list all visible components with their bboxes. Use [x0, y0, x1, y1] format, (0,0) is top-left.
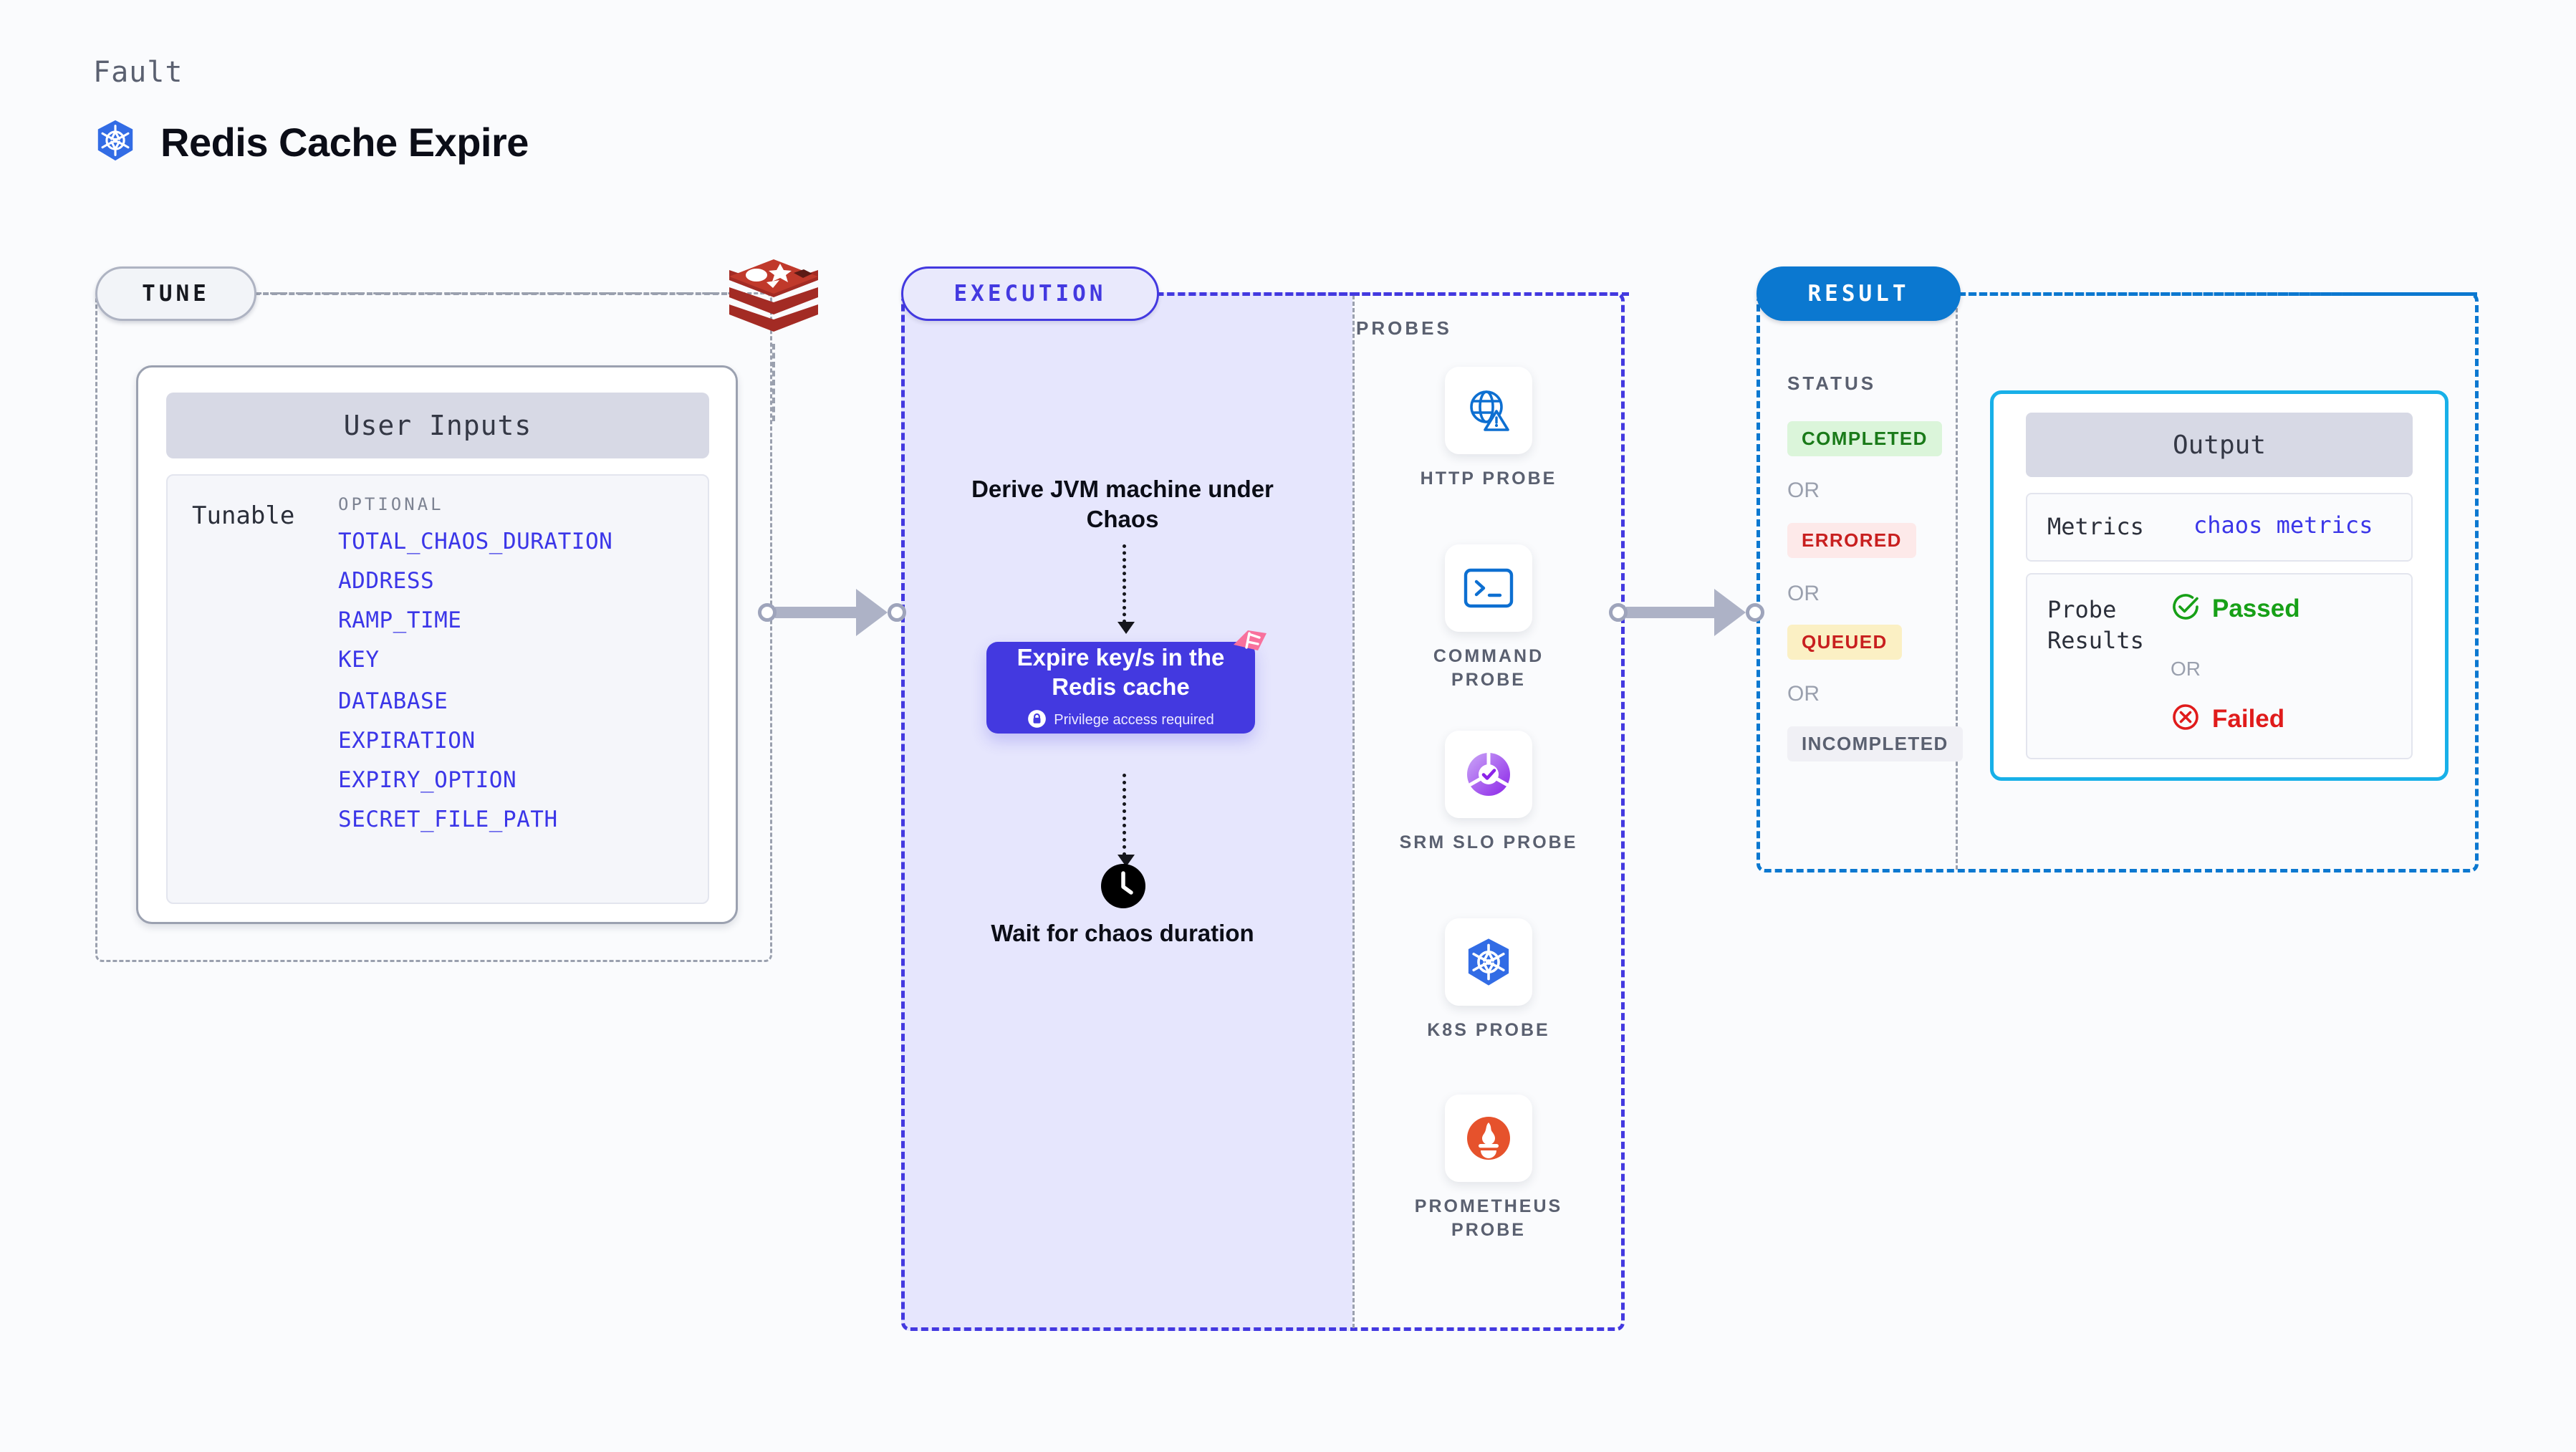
- status-badge-incompleted: INCOMPLETED: [1787, 726, 1963, 761]
- execution-probes-divider: [1352, 295, 1355, 1328]
- probe-command[interactable]: COMMAND PROBE: [1388, 544, 1589, 691]
- kubernetes-icon: [93, 118, 138, 166]
- param-ramp-time[interactable]: RAMP_TIME: [338, 607, 462, 633]
- result-top-dash: [1958, 292, 2477, 296]
- probes-title: PROBES: [1356, 317, 1452, 339]
- probe-prometheus[interactable]: PROMETHEUS PROBE: [1388, 1095, 1589, 1241]
- output-header: Output: [2026, 413, 2413, 477]
- status-badge-errored: ERRORED: [1787, 523, 1916, 558]
- probe-result-passed: Passed: [2171, 592, 2300, 625]
- kubernetes-icon: [1445, 918, 1532, 1006]
- probe-command-label: COMMAND PROBE: [1433, 646, 1544, 690]
- chaos-action-title: Expire key/s in the Redis cache: [1017, 644, 1225, 700]
- connector-arrowhead-icon: [1714, 589, 1746, 636]
- tune-top-dash: [254, 292, 727, 295]
- status-title: STATUS: [1787, 372, 1877, 394]
- probe-srm-slo-label: SRM SLO PROBE: [1399, 832, 1578, 852]
- clock-icon: [1101, 864, 1145, 908]
- step-wait-chaos-label: Wait for chaos duration: [991, 920, 1254, 946]
- output-metrics-key: Metrics: [2047, 513, 2144, 540]
- probe-http[interactable]: HTTP PROBE: [1388, 367, 1589, 491]
- privilege-badge: Privilege access required: [1027, 709, 1214, 732]
- connector-start-dot: [1609, 603, 1628, 622]
- tune-pill[interactable]: TUNE: [95, 266, 256, 321]
- param-address[interactable]: ADDRESS: [338, 568, 435, 594]
- connector-end-dot: [888, 603, 906, 622]
- flow-arrow-down-2-icon: [1118, 774, 1135, 867]
- result-status-divider: [1956, 295, 1958, 870]
- lock-icon: [1027, 709, 1047, 732]
- execution-region: [901, 292, 1356, 1331]
- page-title: Redis Cache Expire: [160, 120, 529, 165]
- redis-logo: [724, 258, 824, 347]
- execution-pill[interactable]: EXECUTION: [901, 266, 1159, 321]
- status-or-2: OR: [1787, 582, 1820, 605]
- connector-arrowhead-icon: [856, 589, 888, 636]
- output-metrics-row: [2026, 493, 2413, 562]
- flow-arrow-down-icon: [1118, 544, 1135, 634]
- page-title-row: Redis Cache Expire: [93, 118, 529, 166]
- globe-warning-icon: [1445, 367, 1532, 454]
- check-circle-icon: [2171, 592, 2201, 625]
- param-expiry-option[interactable]: EXPIRY_OPTION: [338, 767, 517, 793]
- connector-tune-to-execution: [758, 589, 906, 636]
- privilege-label: Privilege access required: [1054, 712, 1214, 729]
- param-expiration[interactable]: EXPIRATION: [338, 728, 476, 754]
- probe-prometheus-label: PROMETHEUS PROBE: [1414, 1196, 1563, 1240]
- param-total-chaos-duration[interactable]: TOTAL_CHAOS_DURATION: [338, 529, 613, 554]
- tunable-label: Tunable: [192, 501, 295, 530]
- user-inputs-header: User Inputs: [166, 393, 709, 458]
- step-derive-jvm-label: Derive JVM machine under Chaos: [971, 476, 1274, 532]
- probe-result-passed-label: Passed: [2212, 594, 2300, 622]
- probe-result-failed-label: Failed: [2212, 704, 2285, 733]
- connector-end-dot: [1746, 603, 1764, 622]
- connector-execution-to-result: [1609, 589, 1764, 636]
- probe-http-label: HTTP PROBE: [1420, 468, 1557, 489]
- status-or-3: OR: [1787, 682, 1820, 706]
- connector-line: [775, 607, 860, 618]
- probe-result-failed: Failed: [2171, 702, 2284, 736]
- param-secret-file-path[interactable]: SECRET_FILE_PATH: [338, 807, 558, 832]
- param-key[interactable]: KEY: [338, 647, 380, 673]
- connector-line: [1626, 607, 1718, 618]
- probe-result-or: OR: [2171, 658, 2201, 680]
- tunable-param-list: TOTAL_CHAOS_DURATION ADDRESS RAMP_TIME K…: [338, 529, 612, 846]
- fault-badge-icon: [1231, 629, 1268, 663]
- status-badge-queued: QUEUED: [1787, 625, 1902, 660]
- x-circle-icon: [2171, 702, 2201, 736]
- slo-donut-check-icon: [1445, 731, 1532, 818]
- probe-k8s-label: K8S PROBE: [1427, 1020, 1550, 1040]
- redis-connector-dash: [772, 344, 775, 421]
- optional-label: OPTIONAL: [338, 494, 444, 514]
- chaos-action-card[interactable]: Expire key/s in the Redis cache Privileg…: [986, 642, 1255, 734]
- page-eyebrow: Fault: [93, 56, 183, 89]
- param-database[interactable]: DATABASE: [338, 688, 448, 714]
- terminal-icon: [1445, 544, 1532, 632]
- user-inputs-body: [166, 474, 709, 904]
- connector-start-dot: [758, 603, 777, 622]
- output-metrics-value[interactable]: chaos metrics: [2193, 511, 2373, 539]
- result-pill[interactable]: RESULT: [1756, 266, 1961, 321]
- output-probe-results-row: [2026, 573, 2413, 759]
- execution-top-dash: [1156, 292, 1629, 296]
- probe-k8s[interactable]: K8S PROBE: [1388, 918, 1589, 1042]
- status-badge-completed: COMPLETED: [1787, 421, 1942, 456]
- prometheus-icon: [1445, 1095, 1532, 1182]
- status-or-1: OR: [1787, 479, 1820, 502]
- probe-srm-slo[interactable]: SRM SLO PROBE: [1388, 731, 1589, 855]
